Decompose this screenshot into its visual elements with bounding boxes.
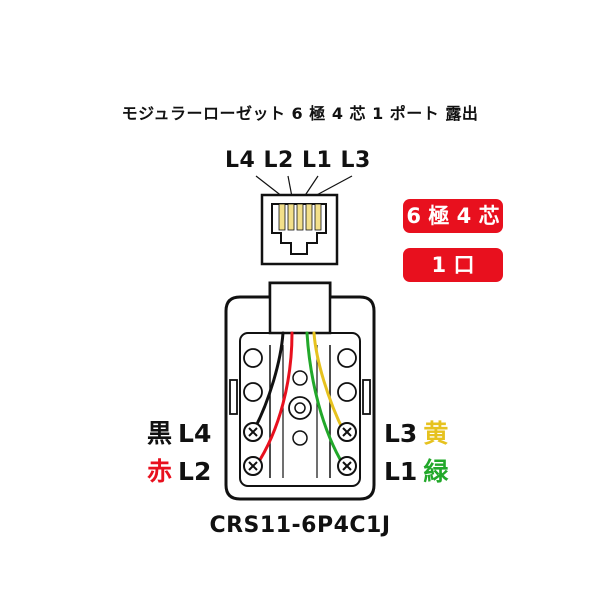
port-count-badge: 1 口 [403,248,503,282]
screw-l1-icon [337,456,357,476]
screw-l4-icon [243,422,263,442]
diagram-title: モジュラーローゼット 6 極 4 芯 1 ポート 露出 [121,104,479,123]
line-name-l3: L3 [384,419,418,448]
modular-jack [260,193,339,266]
wire-green [305,331,346,468]
model-number: CRS11-6P4C1J [209,513,391,538]
spec-badge: 6 極 4 芯 [403,199,503,233]
color-name-yellow: 黄 [423,419,449,448]
wires [251,331,346,468]
wire-red [254,331,294,468]
leader-l4 [255,175,284,198]
screw-l2-icon [243,456,263,476]
terminal-screws [243,422,357,476]
screw-l3-icon [337,422,357,442]
pin-leader-lines [255,175,353,198]
wire-yellow [312,331,346,434]
leader-l2 [287,175,293,198]
line-name-l2: L2 [178,457,212,486]
pin-labels: L4 L2 L1 L3 [225,148,371,173]
color-name-black: 黒 [147,419,173,448]
wire-black [251,331,285,434]
color-name-green: 緑 [423,457,449,486]
color-name-red: 赤 [147,457,173,486]
line-name-l1: L1 [384,457,418,486]
leader-l3 [312,175,353,198]
rosette-body [224,281,376,501]
leader-l1 [303,175,319,198]
line-name-l4: L4 [178,419,212,448]
jack-contacts [278,203,322,231]
